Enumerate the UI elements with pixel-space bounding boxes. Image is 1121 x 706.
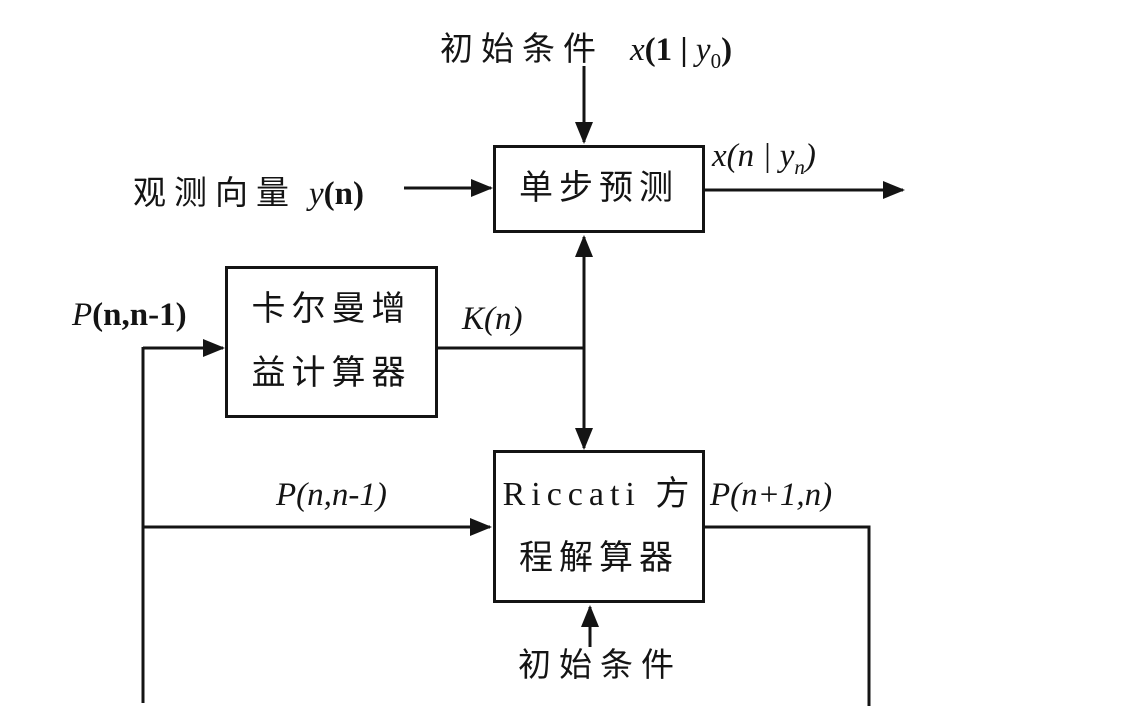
math-sub-0: 0	[710, 49, 722, 73]
observation-vector-text: 观测向量	[133, 176, 297, 212]
k-gain-math: K(n)	[462, 301, 523, 337]
initial-state-math: x(1 | y0)	[630, 32, 733, 73]
math-main: x(n | y	[712, 138, 795, 174]
predictor-box: 单步预测	[493, 145, 705, 233]
riccati-box-label-line2: 程解算器	[519, 539, 679, 577]
math-close: )	[804, 138, 816, 174]
initial-condition-top-label: 初始条件 x(1 | y0)	[440, 22, 733, 73]
initial-condition-bottom-text: 初始条件	[518, 648, 682, 684]
p-riccati-output-math: P(n+1,n)	[710, 477, 833, 513]
math-args: (n,n-1)	[92, 297, 187, 333]
riccati-box: Riccati 方 程解算器	[493, 450, 705, 603]
observation-math: y(n)	[309, 176, 364, 213]
p-riccati-input-label: P(n,n-1)	[276, 477, 387, 514]
observation-vector-label: 观测向量 y(n)	[133, 166, 364, 214]
math-var-y: y	[695, 32, 711, 68]
math-args: (n)	[323, 176, 364, 212]
kalman-gain-box-label-line1: 卡尔曼增	[251, 291, 412, 328]
predictor-box-label: 单步预测	[519, 170, 679, 207]
initial-condition-bottom-label: 初始条件	[518, 638, 682, 686]
math-close: )	[721, 32, 733, 68]
p-riccati-input-math: P(n,n-1)	[276, 477, 387, 513]
kalman-gain-box: 卡尔曼增 益计算器	[225, 266, 438, 418]
math-sub-n: n	[794, 155, 805, 179]
state-output-math: x(n | yn)	[712, 138, 816, 179]
math-var-y: y	[309, 176, 324, 212]
p-gain-input-label: P(n,n-1)	[72, 297, 187, 334]
initial-condition-top-text: 初始条件	[440, 32, 604, 68]
math-open: (1 |	[644, 32, 696, 68]
kalman-gain-box-label-line2: 益计算器	[251, 355, 412, 392]
wire-riccati-output	[705, 525, 871, 706]
state-output-label: x(n | yn)	[712, 138, 816, 179]
math-var-P: P	[72, 297, 93, 333]
p-riccati-output-label: P(n+1,n)	[710, 477, 832, 514]
math-var-x: x	[630, 32, 645, 68]
riccati-box-label-line1: Riccati 方	[502, 475, 696, 513]
p-gain-input-math: P(n,n-1)	[72, 297, 187, 334]
k-gain-label: K(n)	[462, 301, 523, 338]
